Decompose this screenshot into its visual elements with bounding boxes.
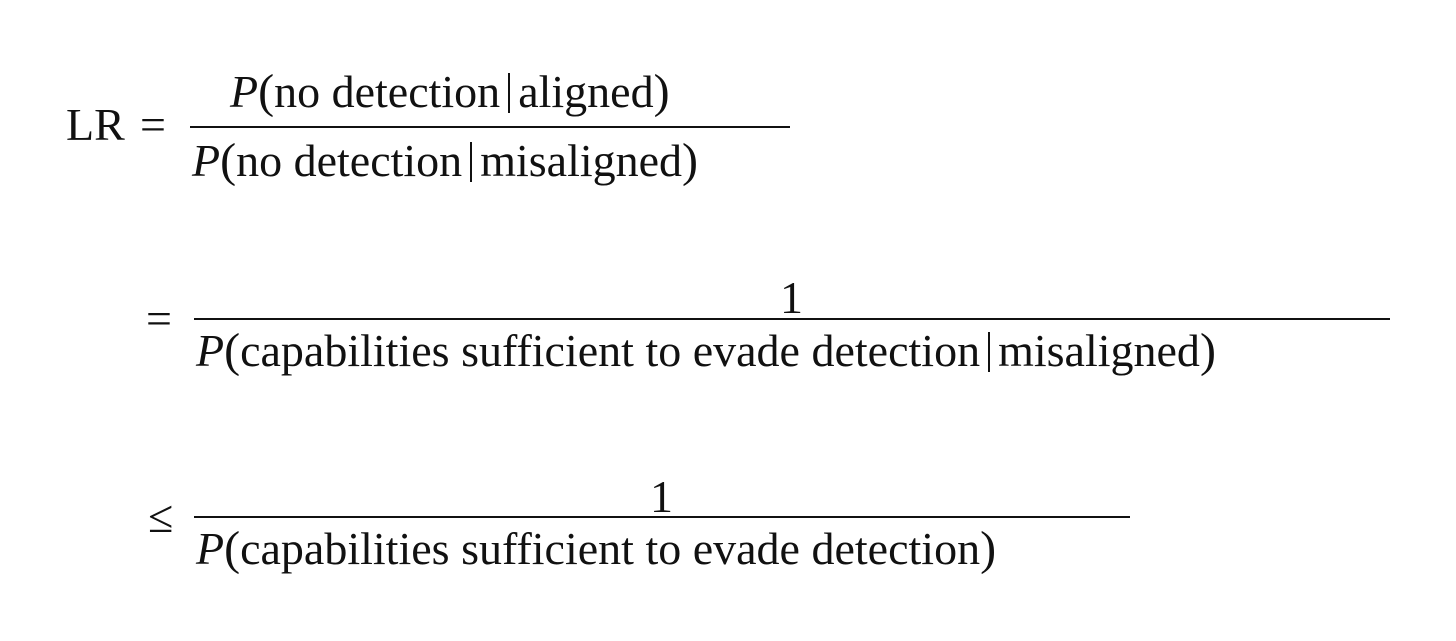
condition-text: misaligned: [998, 325, 1200, 376]
probability-symbol: P: [230, 66, 259, 117]
event-text: no detection: [236, 135, 463, 186]
likelihood-ratio-symbol: LR: [66, 99, 125, 150]
conditional-bar: [508, 73, 511, 113]
fraction-numerator: 1: [780, 272, 803, 323]
fraction-numerator: P(no detection aligned): [230, 68, 670, 116]
close-paren: ): [653, 65, 670, 118]
fraction-denominator: P(no detection misaligned): [192, 137, 698, 185]
open-paren: (: [220, 134, 237, 187]
fraction-denominator: P(capabilities sufficient to evade detec…: [196, 327, 1216, 375]
equals-sign: =: [146, 293, 172, 344]
close-paren: ): [1199, 324, 1216, 377]
open-paren: (: [224, 522, 241, 575]
probability-symbol: P: [196, 325, 225, 376]
fraction-bar: [194, 318, 1390, 320]
fraction-denominator: P(capabilities sufficient to evade detec…: [196, 525, 996, 573]
fraction-bar: [190, 126, 790, 128]
less-than-or-equal-sign: ≤: [148, 491, 174, 542]
probability-symbol: P: [192, 135, 221, 186]
close-paren: ): [682, 134, 699, 187]
event-text: no detection: [274, 66, 501, 117]
probability-symbol: P: [196, 523, 225, 574]
event-text: capabilities sufficient to evade detecti…: [240, 523, 981, 574]
equals-sign: =: [140, 99, 166, 150]
conditional-bar: [470, 142, 473, 182]
conditional-bar: [988, 332, 991, 372]
condition-text: aligned: [518, 66, 654, 117]
open-paren: (: [224, 324, 241, 377]
condition-text: misaligned: [480, 135, 683, 186]
fraction-bar: [194, 516, 1130, 518]
close-paren: ): [980, 522, 997, 575]
fraction-numerator: 1: [650, 471, 673, 522]
open-paren: (: [258, 65, 275, 118]
event-text: capabilities sufficient to evade detecti…: [240, 325, 981, 376]
